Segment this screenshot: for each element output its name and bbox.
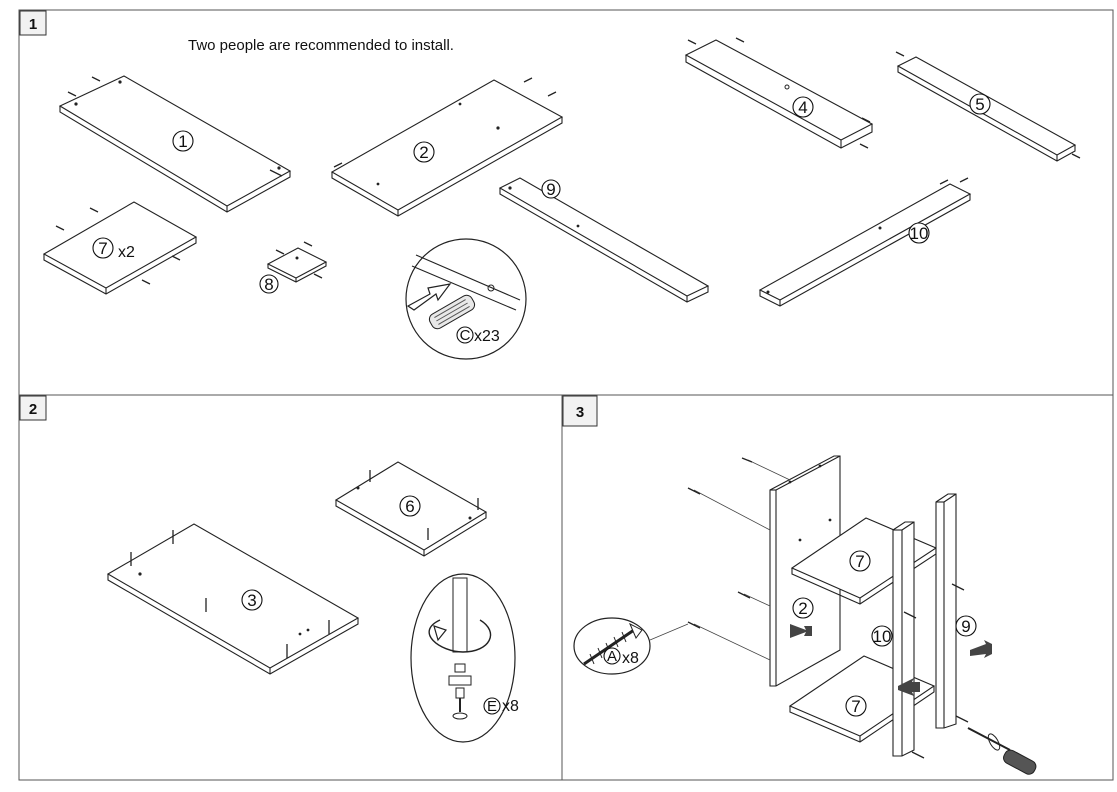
label-assembly-part-7-bottom: 7	[851, 697, 860, 716]
label-part-9: 9	[546, 180, 555, 199]
label-part-5: 5	[975, 95, 984, 114]
step-2-badge: 2	[19, 395, 47, 421]
label-part-8: 8	[264, 275, 273, 294]
panel-part-10: 10	[758, 177, 972, 307]
label-assembly-part-9: 9	[961, 617, 970, 636]
panel-part-6: 6	[334, 461, 488, 557]
panel-part-9: 9	[498, 177, 710, 303]
assembly-rail-10: 10	[871, 521, 920, 757]
qty-screw: x8	[622, 650, 639, 667]
label-part-1: 1	[178, 132, 187, 151]
screwdriver-icon	[967, 727, 1037, 775]
cam-lock-detail: E x8	[410, 573, 519, 743]
step-1-number: 1	[29, 16, 37, 33]
step-frames	[18, 9, 1114, 781]
label-dowel-c: C	[460, 327, 471, 344]
screw-detail: A x8	[573, 617, 689, 675]
label-part-3: 3	[247, 591, 256, 610]
step-2-number: 2	[29, 401, 37, 418]
install-note: Two people are recommended to install.	[188, 37, 454, 54]
label-part-10: 10	[910, 224, 929, 243]
step-3-number: 3	[576, 404, 584, 421]
step-3-frame	[561, 394, 1114, 781]
dowel-icon	[428, 294, 476, 330]
label-part-7: 7	[98, 239, 107, 258]
label-assembly-part-7-top: 7	[855, 552, 864, 571]
label-part-4: 4	[798, 98, 807, 117]
qty-cam: x8	[502, 698, 519, 715]
label-assembly-part-2: 2	[798, 599, 807, 618]
panel-part-4: 4	[684, 37, 874, 149]
panel-part-5: 5	[895, 51, 1081, 162]
screw-icon	[583, 622, 643, 666]
label-cam-e: E	[487, 698, 497, 715]
insert-arrow-icon	[406, 283, 452, 311]
panel-part-7: 7 x2	[42, 201, 198, 295]
rotate-arrow-icon	[428, 619, 492, 653]
dowel-detail: C x23	[405, 238, 527, 360]
label-part-6: 6	[405, 497, 414, 516]
panel-part-1: 1	[58, 75, 292, 213]
cam-bolt-icon	[448, 663, 472, 720]
label-screw-a: A	[607, 648, 617, 665]
push-arrow-icon	[790, 624, 812, 638]
push-arrow-icon-3	[970, 640, 992, 658]
step-1-badge: 1	[19, 10, 47, 36]
panel-part-8: 8	[259, 241, 328, 294]
qty-part-7: x2	[118, 244, 135, 261]
step-3-badge: 3	[562, 395, 598, 427]
panel-part-2: 2	[330, 77, 564, 217]
label-assembly-part-10: 10	[873, 627, 892, 646]
assembly-screws	[687, 457, 969, 759]
label-part-2: 2	[419, 143, 428, 162]
panel-part-3: 3	[106, 523, 360, 675]
qty-dowel: x23	[474, 328, 500, 345]
assembly-rail-9: 9	[935, 493, 992, 729]
push-arrow-icon-2	[898, 678, 920, 696]
